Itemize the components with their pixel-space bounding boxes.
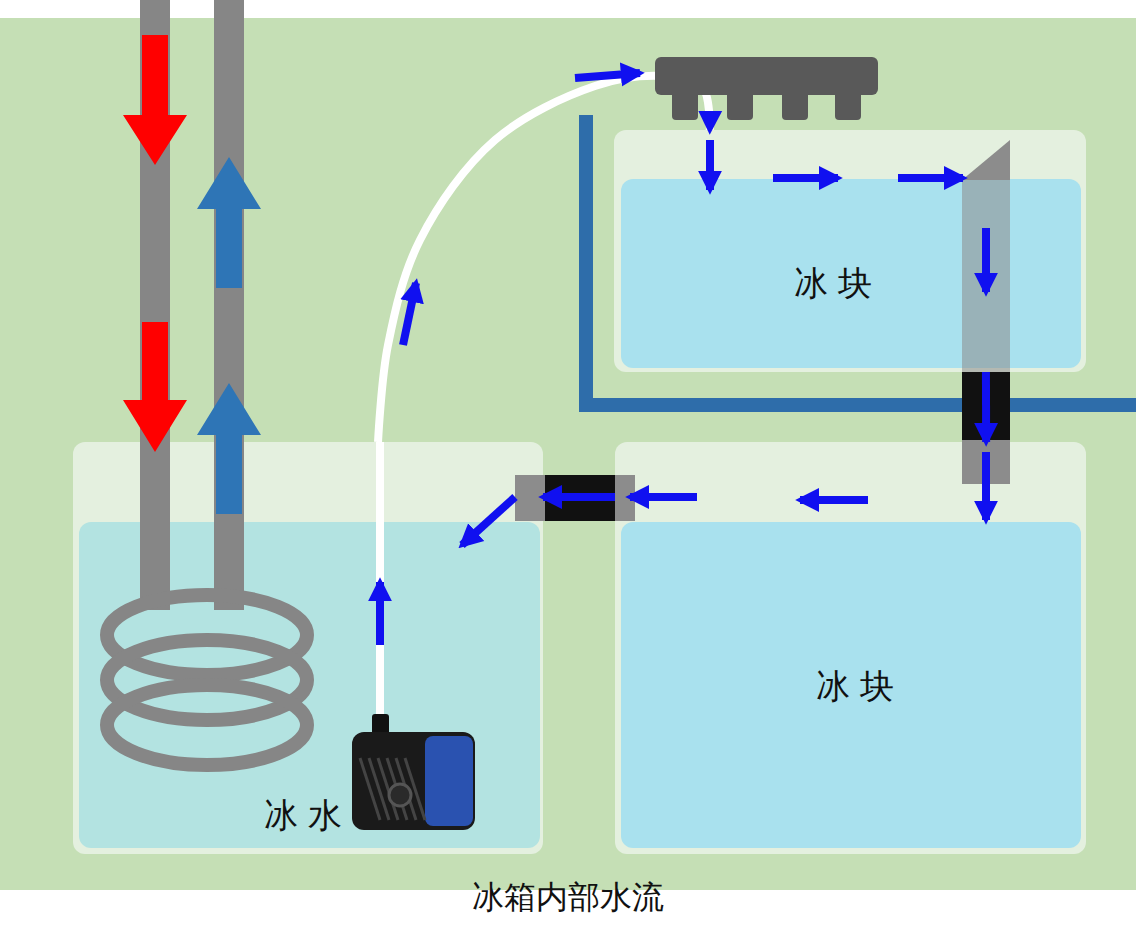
pump-grille — [369, 758, 389, 820]
container-node: 冰 块 — [615, 442, 1086, 854]
overflow-tube — [962, 178, 1010, 372]
container-node: 冰 水 — [73, 442, 543, 854]
container-label: 冰 水 — [264, 795, 343, 836]
flow-connector — [543, 493, 615, 501]
container-shape — [614, 130, 1086, 372]
flow-arrow — [982, 228, 990, 292]
flow-arrow — [123, 35, 187, 165]
flow-connector — [982, 372, 990, 442]
background-panel — [0, 18, 1136, 890]
flow-arrow — [197, 157, 261, 288]
flow-arrow — [123, 322, 187, 452]
coil-loop — [107, 685, 307, 765]
hose-connector — [378, 76, 710, 442]
pipe-stub — [515, 475, 545, 521]
container-label: 冰 块 — [794, 263, 873, 304]
flow-arrow — [403, 283, 416, 345]
water-pump — [352, 714, 475, 830]
container-node: 冰 块 — [614, 130, 1086, 372]
flow-arrow — [773, 174, 838, 182]
water-fill — [621, 522, 1081, 848]
flow-arrow — [630, 493, 697, 501]
pipe-coupling — [962, 372, 1010, 442]
container-label: 冰 块 — [816, 666, 895, 707]
flow-arrow — [898, 174, 963, 182]
pump-body — [352, 732, 475, 830]
container-shape — [615, 442, 1086, 854]
sprinkler-bar — [655, 57, 878, 95]
water-fill — [621, 179, 1081, 368]
hose — [376, 442, 384, 720]
divider-line — [586, 115, 1136, 405]
overflow-inlet — [962, 140, 1010, 180]
flow-arrow — [197, 383, 261, 514]
flow-arrow — [575, 73, 640, 78]
pump-panel — [425, 736, 473, 826]
flow-arrow — [800, 496, 868, 504]
flow-arrow — [982, 452, 990, 520]
pump-grille — [360, 758, 380, 820]
sprinkler — [655, 57, 878, 120]
flow-arrow — [376, 582, 384, 645]
caption: 冰箱内部水流 — [0, 878, 1136, 916]
flow-arrow — [706, 140, 714, 190]
flow-arrow — [462, 497, 515, 545]
coil-outlet-pipe — [214, 0, 244, 610]
pump-port — [389, 784, 411, 806]
